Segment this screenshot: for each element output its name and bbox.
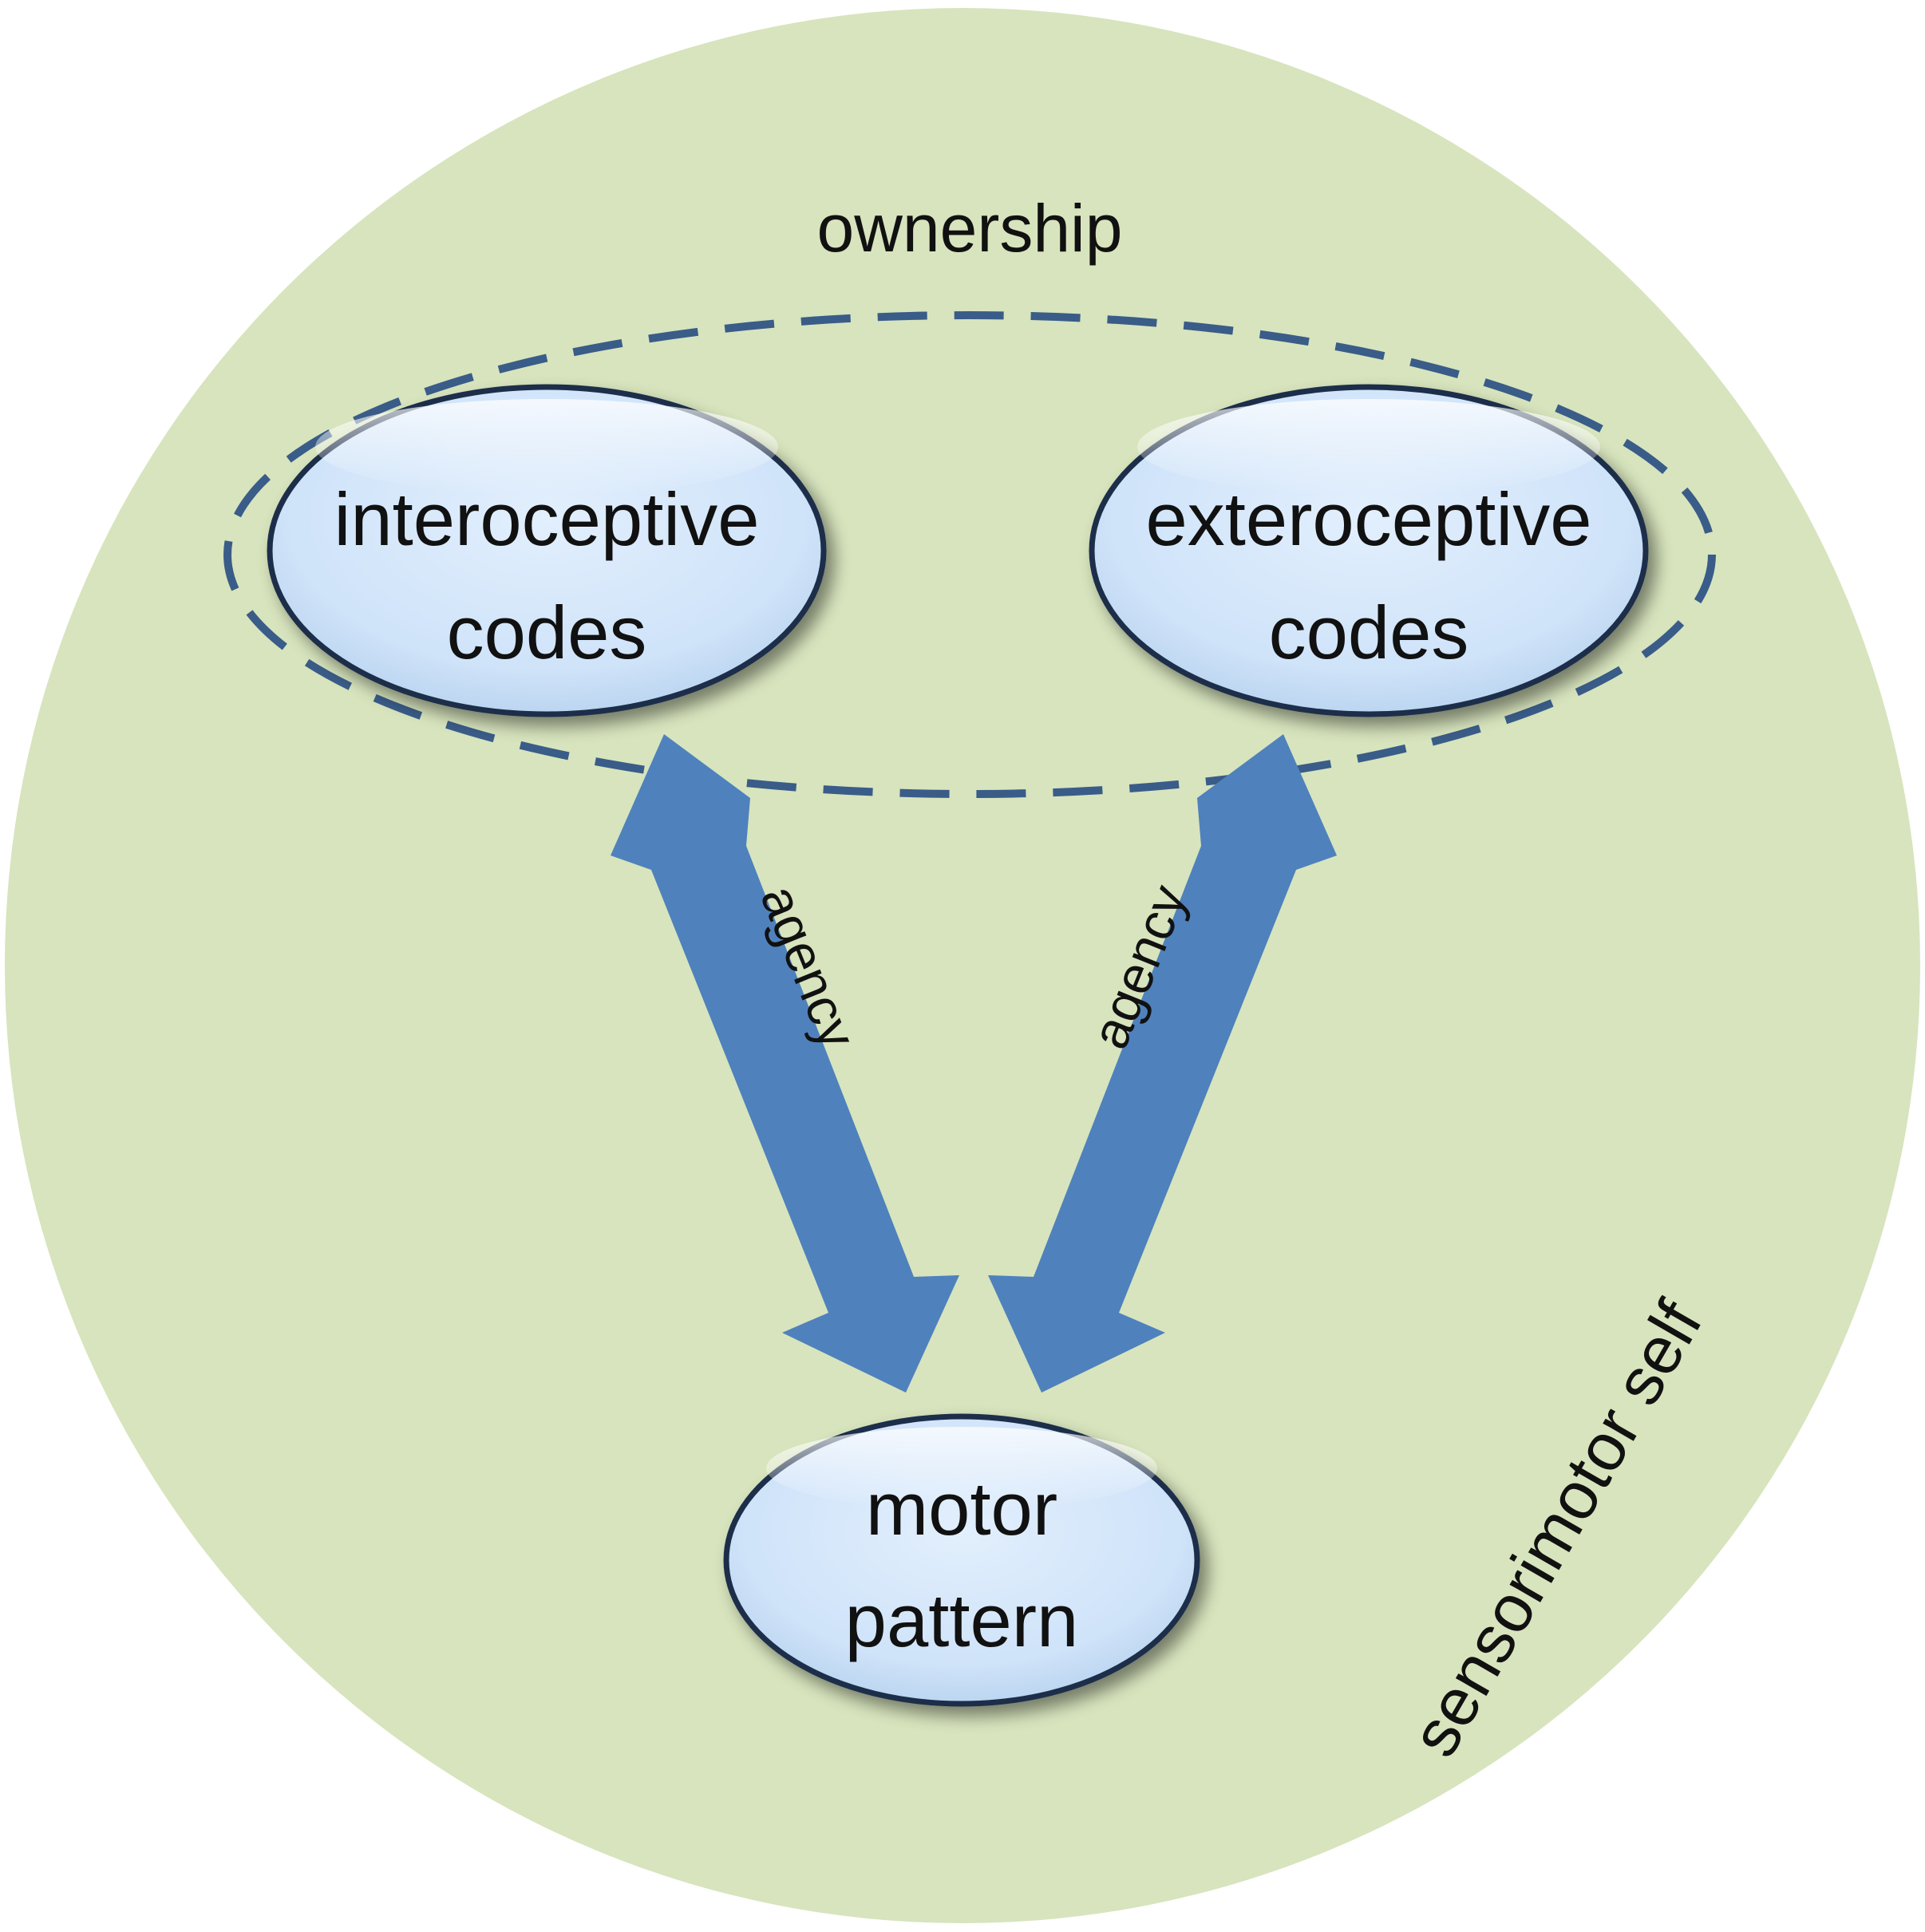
motor-label-line1: motor	[866, 1467, 1057, 1551]
agency-arrow-right	[988, 734, 1337, 1393]
motor-label-line2: pattern	[845, 1578, 1079, 1662]
ownership-label: ownership	[817, 191, 1123, 266]
interoceptive-label-line2: codes	[447, 591, 647, 674]
ownership-dashed-ellipse	[223, 311, 1716, 798]
exteroceptive-label-line2: codes	[1269, 591, 1469, 674]
interoceptive-codes-node: interoceptive codes	[267, 384, 827, 717]
exteroceptive-label-line1: exteroceptive	[1145, 477, 1591, 561]
agency-arrow-left	[611, 734, 959, 1393]
exteroceptive-codes-node: exteroceptive codes	[1089, 384, 1649, 717]
motor-pattern-node: motor pattern	[723, 1413, 1200, 1707]
interoceptive-label-line1: interoceptive	[334, 477, 760, 561]
